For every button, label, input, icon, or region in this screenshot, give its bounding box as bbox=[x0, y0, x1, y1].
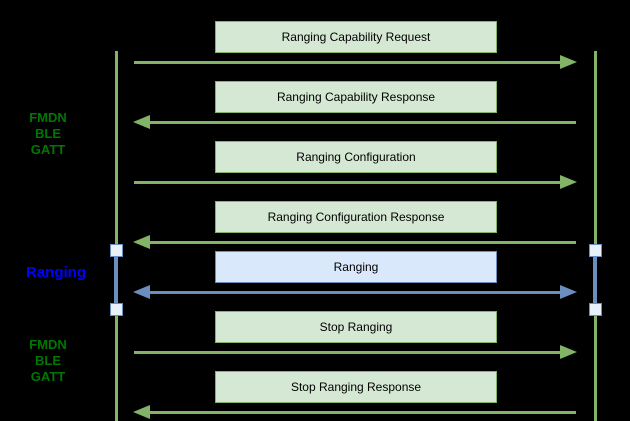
message-arrow-right bbox=[133, 55, 577, 69]
lane-label-fmdn-ble-gatt-top: FMDN BLE GATT bbox=[16, 110, 80, 158]
lane-label-line: FMDN bbox=[29, 337, 67, 352]
activation-end-square-right-icon bbox=[589, 303, 602, 316]
message-box: Ranging Capability Request bbox=[215, 21, 497, 53]
message-arrow-left bbox=[133, 235, 577, 249]
arrowhead-left-icon bbox=[133, 285, 150, 299]
message-arrow-right bbox=[133, 345, 577, 359]
message-box: Ranging Configuration Response bbox=[215, 201, 497, 233]
message-stop-ranging-response: Stop Ranging Response bbox=[0, 371, 630, 421]
arrowhead-right-icon bbox=[560, 175, 577, 189]
message-ranging-configuration-response: Ranging Configuration Response bbox=[0, 201, 630, 251]
message-stop-ranging: Stop Ranging bbox=[0, 311, 630, 361]
arrowhead-right-icon bbox=[560, 285, 577, 299]
arrowhead-left-icon bbox=[133, 405, 150, 419]
message-box: Ranging bbox=[215, 251, 497, 283]
activation-bar-left bbox=[114, 250, 118, 310]
message-box: Stop Ranging bbox=[215, 311, 497, 343]
arrow-line bbox=[134, 350, 563, 354]
lane-label-line: Ranging bbox=[26, 264, 86, 281]
message-ranging-capability-request: Ranging Capability Request bbox=[0, 21, 630, 71]
activation-start-square-right-icon bbox=[589, 244, 602, 257]
message-ranging-capability-response: Ranging Capability Response bbox=[0, 81, 630, 131]
message-box: Ranging Configuration bbox=[215, 141, 497, 173]
arrow-line bbox=[147, 290, 563, 294]
lane-label-ranging: Ranging bbox=[16, 264, 96, 281]
message-arrow-left bbox=[133, 405, 577, 419]
lifeline-left bbox=[115, 51, 118, 421]
lane-label-line: GATT bbox=[30, 142, 66, 157]
message-box: Ranging Capability Response bbox=[215, 81, 497, 113]
message-ranging-configuration: Ranging Configuration bbox=[0, 141, 630, 191]
arrow-line bbox=[147, 410, 576, 414]
message-ranging: Ranging bbox=[0, 251, 630, 301]
arrowhead-left-icon bbox=[133, 235, 150, 249]
arrowhead-right-icon bbox=[560, 55, 577, 69]
lifeline-right bbox=[594, 51, 597, 421]
message-arrow-right bbox=[133, 175, 577, 189]
arrow-line bbox=[134, 180, 563, 184]
message-box: Stop Ranging Response bbox=[215, 371, 497, 403]
lane-label-line: BLE bbox=[35, 353, 61, 368]
arrow-line bbox=[134, 60, 563, 64]
activation-end-square-left-icon bbox=[110, 303, 123, 316]
lane-label-line: BLE bbox=[35, 126, 61, 141]
lane-label-line: GATT bbox=[30, 369, 66, 384]
arrowhead-left-icon bbox=[133, 115, 150, 129]
arrow-line bbox=[147, 240, 576, 244]
activation-start-square-left-icon bbox=[110, 244, 123, 257]
arrow-line bbox=[147, 120, 576, 124]
arrowhead-right-icon bbox=[560, 345, 577, 359]
message-arrow-bidirectional bbox=[133, 285, 577, 299]
lane-label-line: FMDN bbox=[29, 110, 67, 125]
message-arrow-left bbox=[133, 115, 577, 129]
activation-bar-right bbox=[593, 250, 597, 310]
lane-label-fmdn-ble-gatt-bottom: FMDN BLE GATT bbox=[16, 337, 80, 385]
